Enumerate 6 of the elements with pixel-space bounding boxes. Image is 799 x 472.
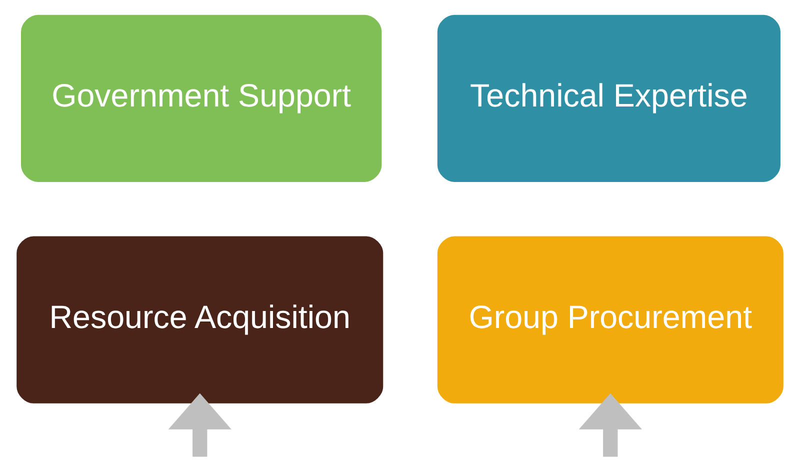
arrow <box>168 393 231 457</box>
node-box: Group Procurement <box>435 234 784 405</box>
node-box: Technical Expertise <box>435 13 782 184</box>
node-box: Resource Acquisition <box>14 234 384 405</box>
arrow <box>578 393 642 457</box>
node-box: Government Support <box>19 13 383 184</box>
